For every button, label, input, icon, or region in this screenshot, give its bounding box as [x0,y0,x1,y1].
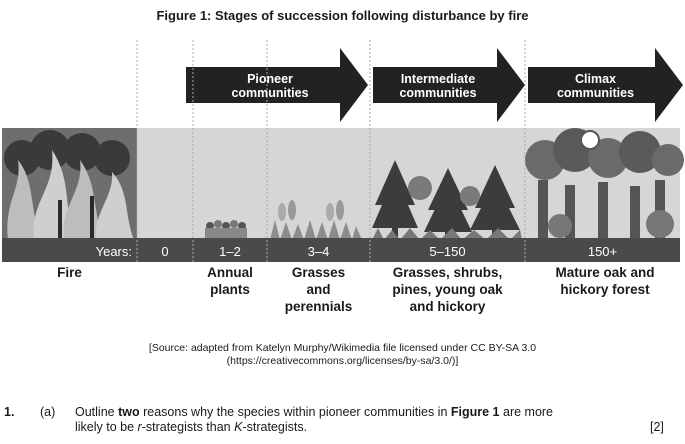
climax-forest-scene [525,128,684,240]
stage-fire: Fire [57,265,82,280]
years-label: Years: [95,244,132,259]
figure-title: Figure 1: Stages of succession following… [156,8,529,23]
sun-icon [580,130,600,150]
pine-trees-scene [372,160,522,240]
year-0: 0 [161,244,169,259]
year-3-4: 3–4 [307,244,330,259]
year-1-2: 1–2 [219,244,241,259]
question-marks: [2] [650,420,664,434]
year-150-plus: 150+ [587,244,618,259]
pioneer-arrow [186,48,368,122]
years-bar [2,238,680,262]
question-number: 1. [4,405,15,419]
year-5-150: 5–150 [429,244,466,259]
climax-arrow [528,48,683,122]
source-line-1: [Source: adapted from Katelyn Murphy/Wik… [148,342,537,354]
intermediate-arrow [373,48,525,122]
question-text: Outline two reasons why the species with… [75,405,554,434]
climax-arrow-label: Climax communities [556,72,635,100]
question-part: (a) [40,405,56,419]
stage-grasses: Grasses and perennials [284,265,353,314]
pioneer-arrow-label: Pioneer communities [231,72,309,100]
stage-climax: Mature oak and hickory forest [555,265,655,297]
succession-illustration [2,40,684,262]
fire-scene [2,128,137,241]
annual-plants-scene [205,220,247,240]
source-line-2: (https://creativecommons.org/licenses/by… [226,355,459,367]
stage-shrubs: Grasses, shrubs, pines, young oak and hi… [392,265,503,314]
stage-annual-plants: Annual plants [207,265,253,297]
intermediate-arrow-label: Intermediate communities [399,72,477,100]
